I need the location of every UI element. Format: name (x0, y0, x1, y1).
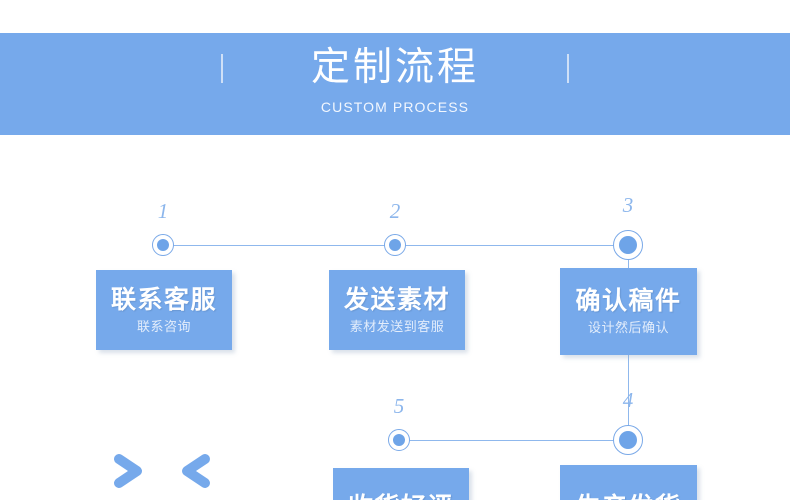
step-number-1: 1 (157, 199, 169, 223)
step-number-3: 3 (622, 193, 634, 217)
divider-bar-right-icon (567, 53, 569, 83)
step-number-5: 5 (393, 394, 405, 418)
process-flow: 1 联系客服 联系咨询 2 发送素材 素材发送到客服 3 确认稿件 设计然后确认 (0, 135, 790, 500)
step-title-4: 生产发货 (575, 492, 681, 500)
step-number-4: 4 (622, 388, 634, 412)
step-circle-dot-5 (393, 434, 405, 446)
step-subtitle-2: 素材发送到客服 (349, 318, 445, 334)
header-banner: 定制流程 CUSTOM PROCESS (0, 33, 790, 135)
step-circle-dot-4 (619, 431, 637, 449)
chevron-left-icon (178, 452, 212, 490)
step-card-5[interactable]: 收货好评 (333, 468, 469, 500)
chevron-decoration (112, 450, 212, 492)
step-card-3[interactable]: 确认稿件 设计然后确认 (560, 268, 697, 355)
step-title-1: 联系客服 (110, 285, 217, 314)
step-card-4[interactable]: 生产发货 (560, 465, 697, 500)
step-circle-dot-2 (389, 239, 401, 251)
step-title-2: 发送素材 (343, 285, 450, 314)
step-circle-dot-1 (157, 239, 169, 251)
step-subtitle-1: 联系咨询 (136, 318, 191, 334)
step-card-2[interactable]: 发送素材 素材发送到客服 (329, 270, 465, 350)
step-card-1[interactable]: 联系客服 联系咨询 (96, 270, 232, 350)
step-circle-dot-3 (619, 236, 637, 254)
chevron-right-icon (112, 452, 146, 490)
step-number-2: 2 (389, 199, 401, 223)
page-subtitle: CUSTOM PROCESS (320, 99, 470, 115)
banner-title-row: 定制流程 (0, 39, 790, 97)
connector-line-step4-step5 (399, 440, 628, 441)
page-title: 定制流程 (310, 46, 479, 89)
step-title-5: 收货好评 (348, 492, 454, 500)
divider-bar-left-icon (220, 53, 223, 83)
step-subtitle-3: 设计然后确认 (587, 320, 669, 335)
step-title-3: 确认稿件 (575, 287, 682, 315)
